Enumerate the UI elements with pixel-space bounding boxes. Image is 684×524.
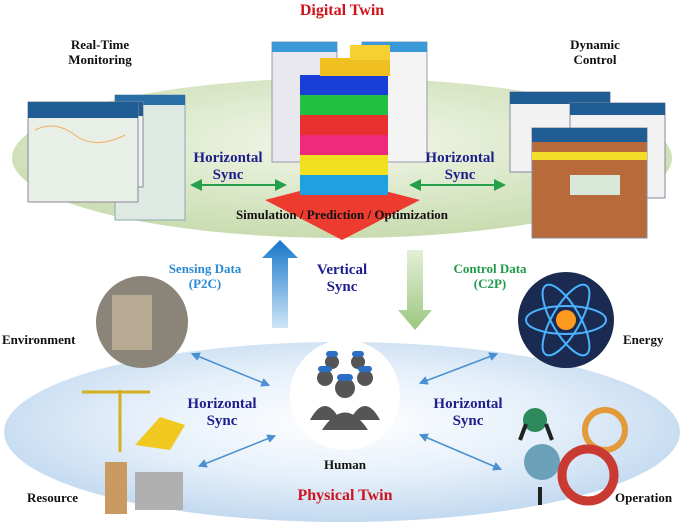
resource-image xyxy=(82,390,185,514)
label-line: Vertical xyxy=(316,262,368,278)
digital-twin-title: Digital Twin xyxy=(299,2,385,19)
label-line: Sync xyxy=(444,167,476,184)
label-line: Sensing Data xyxy=(168,261,242,276)
label-line: Control xyxy=(573,51,617,67)
sensing-data-label: Sensing Data(P2C) xyxy=(155,261,255,292)
resource-label: Resource xyxy=(27,490,79,505)
label-line: Sync xyxy=(212,167,244,184)
label-line: (C2P) xyxy=(473,275,507,291)
label-line: (P2C) xyxy=(188,275,222,291)
environment-label: Environment xyxy=(2,332,76,347)
label-line: Horizontal xyxy=(187,396,257,412)
physical-twin-title: Physical Twin xyxy=(297,487,393,504)
label-line: Sync xyxy=(206,413,238,430)
label-line: Dynamic xyxy=(570,37,620,52)
arrow-operation-human xyxy=(418,433,503,471)
energy-label: Energy xyxy=(623,332,664,347)
arrow-resource-human xyxy=(197,434,277,468)
arrow-environment-human xyxy=(190,352,271,387)
label-line: Sync xyxy=(452,413,484,430)
arrow-energy-human xyxy=(418,352,499,385)
label-line: Control Data xyxy=(453,261,527,276)
monitoring-screens-image xyxy=(27,94,186,221)
label-line: Sync xyxy=(326,279,358,296)
workers-icon xyxy=(310,351,380,430)
label-line: Horizontal xyxy=(425,150,495,166)
label-line: Monitoring xyxy=(68,51,132,67)
simulation-caption: Simulation / Prediction / Optimization xyxy=(235,207,449,222)
operation-gears-image xyxy=(518,407,628,506)
label-line: Horizontal xyxy=(433,396,503,412)
label-line: Real-Time xyxy=(70,37,130,52)
label-line: Horizontal xyxy=(193,150,263,166)
digital-building-model-image xyxy=(265,41,428,240)
human-label: Human xyxy=(324,457,366,472)
control-down-arrow xyxy=(398,250,432,330)
control-data-label: Control Data(C2P) xyxy=(440,261,540,292)
control-screens-image xyxy=(509,91,666,239)
sensing-up-arrow xyxy=(262,240,298,328)
operation-label: Operation xyxy=(615,490,673,505)
